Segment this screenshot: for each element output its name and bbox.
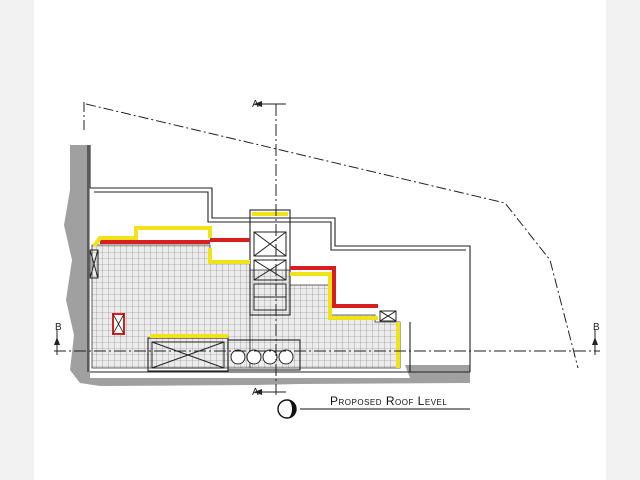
north-symbol-icon — [277, 399, 297, 419]
section-a-top-label: A — [252, 99, 259, 110]
water-tanks — [230, 349, 294, 365]
section-a-bottom-label: A — [252, 387, 259, 398]
drawing-caption: Proposed Roof Level — [330, 394, 447, 408]
section-line-a — [254, 101, 286, 395]
section-b-right-label: B — [593, 322, 600, 333]
roof-vent — [112, 313, 125, 335]
parapet-yellow — [92, 212, 400, 368]
openings-crossed — [89, 231, 397, 369]
site-boundary — [83, 102, 579, 369]
section-b-left-label: B — [55, 322, 62, 333]
section-line-b — [54, 330, 600, 355]
parapet-red — [100, 238, 378, 308]
